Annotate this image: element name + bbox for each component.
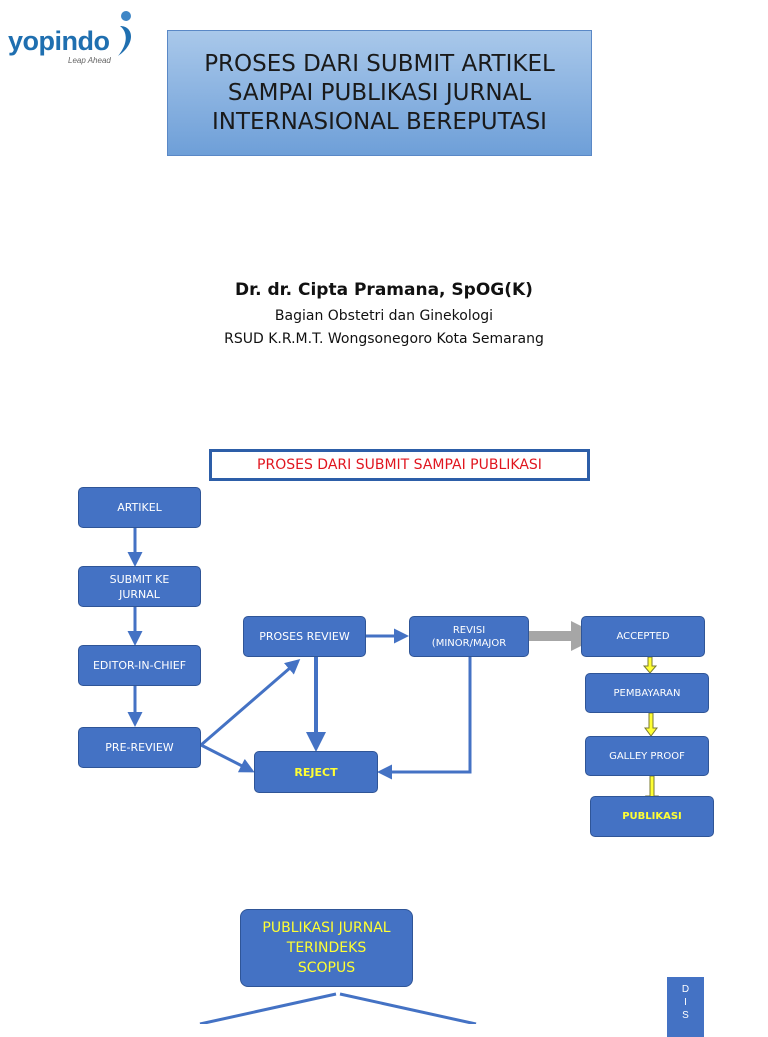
node-submit: SUBMIT KE JURNAL (78, 566, 201, 607)
scopus-line-2: TERINDEKS (286, 940, 367, 956)
node-proses-review-label: PROSES REVIEW (259, 630, 350, 643)
arrow-revisi-reject (377, 657, 472, 780)
scopus-line-3: SCOPUS (297, 960, 356, 976)
node-submit-line-2: JURNAL (119, 587, 160, 601)
arrow-scopus-left (199, 992, 337, 1024)
node-publikasi: PUBLIKASI (590, 796, 714, 837)
arrow-pembayaran-galley (644, 712, 658, 737)
side-box: D I S (667, 977, 704, 1037)
node-revisi-label: REVISI (MINOR/MAJOR (432, 624, 506, 650)
page-title: PROSES DARI SUBMIT ARTIKEL SAMPAI PUBLIK… (204, 50, 555, 137)
node-reject: REJECT (254, 751, 378, 793)
author-department: Bagian Obstetri dan Ginekologi (274, 308, 494, 324)
node-revisi: REVISI (MINOR/MAJOR (409, 616, 529, 657)
yopindo-logo: yopindo Leap Ahead (6, 8, 136, 68)
node-scopus: PUBLIKASI JURNAL TERINDEKS SCOPUS (240, 909, 413, 987)
node-submit-line-1: SUBMIT KE (109, 572, 170, 586)
node-prereview-label: PRE-REVIEW (105, 741, 174, 754)
side-box-letter-3: S (682, 1010, 689, 1021)
title-line-1: PROSES DARI SUBMIT ARTIKEL (204, 50, 555, 77)
arrow-accepted-pembayaran (642, 656, 658, 674)
logo-figure-icon (118, 11, 131, 56)
node-artikel: ARTIKEL (78, 487, 201, 528)
node-pembayaran-label: PEMBAYARAN (613, 687, 681, 699)
node-artikel-label: ARTIKEL (117, 501, 162, 514)
flowchart-title: PROSES DARI SUBMIT SAMPAI PUBLIKASI (209, 449, 590, 481)
node-galley-proof: GALLEY PROOF (585, 736, 709, 776)
arrow-prereview-review (200, 659, 301, 747)
author-hospital: RSUD K.R.M.T. Wongsonegoro Kota Semarang (224, 331, 544, 347)
node-scopus-label: PUBLIKASI JURNAL TERINDEKS SCOPUS (262, 918, 390, 978)
node-galley-proof-label: GALLEY PROOF (609, 750, 685, 762)
node-submit-label: SUBMIT KE JURNAL (110, 572, 170, 602)
logo-wordmark: yopindo (8, 26, 110, 56)
title-line-3: INTERNASIONAL BEREPUTASI (212, 108, 547, 135)
node-pembayaran: PEMBAYARAN (585, 673, 709, 713)
node-reject-label: REJECT (294, 765, 338, 779)
title-line-2: SAMPAI PUBLIKASI JURNAL (227, 79, 532, 106)
scopus-line-1: PUBLIKASI JURNAL (262, 920, 391, 936)
side-box-letter-2: I (684, 997, 687, 1008)
node-proses-review: PROSES REVIEW (243, 616, 366, 657)
arrow-prereview-reject (200, 743, 255, 773)
node-accepted-label: ACCEPTED (616, 631, 670, 642)
node-revisi-line-2: (MINOR/MAJOR (431, 637, 507, 649)
title-box: PROSES DARI SUBMIT ARTIKEL SAMPAI PUBLIK… (167, 30, 592, 156)
node-prereview: PRE-REVIEW (78, 727, 201, 768)
arrow-scopus-right (339, 992, 477, 1024)
logo-tagline: Leap Ahead (68, 56, 111, 65)
node-editor-label: EDITOR-IN-CHIEF (92, 659, 187, 672)
side-box-letter-1: D (681, 984, 690, 995)
author-name: Dr. dr. Cipta Pramana, SpOG(K) (235, 280, 533, 300)
node-publikasi-label: PUBLIKASI (622, 811, 682, 822)
node-accepted: ACCEPTED (581, 616, 705, 657)
node-editor: EDITOR-IN-CHIEF (78, 645, 201, 686)
node-revisi-line-1: REVISI (452, 624, 486, 636)
